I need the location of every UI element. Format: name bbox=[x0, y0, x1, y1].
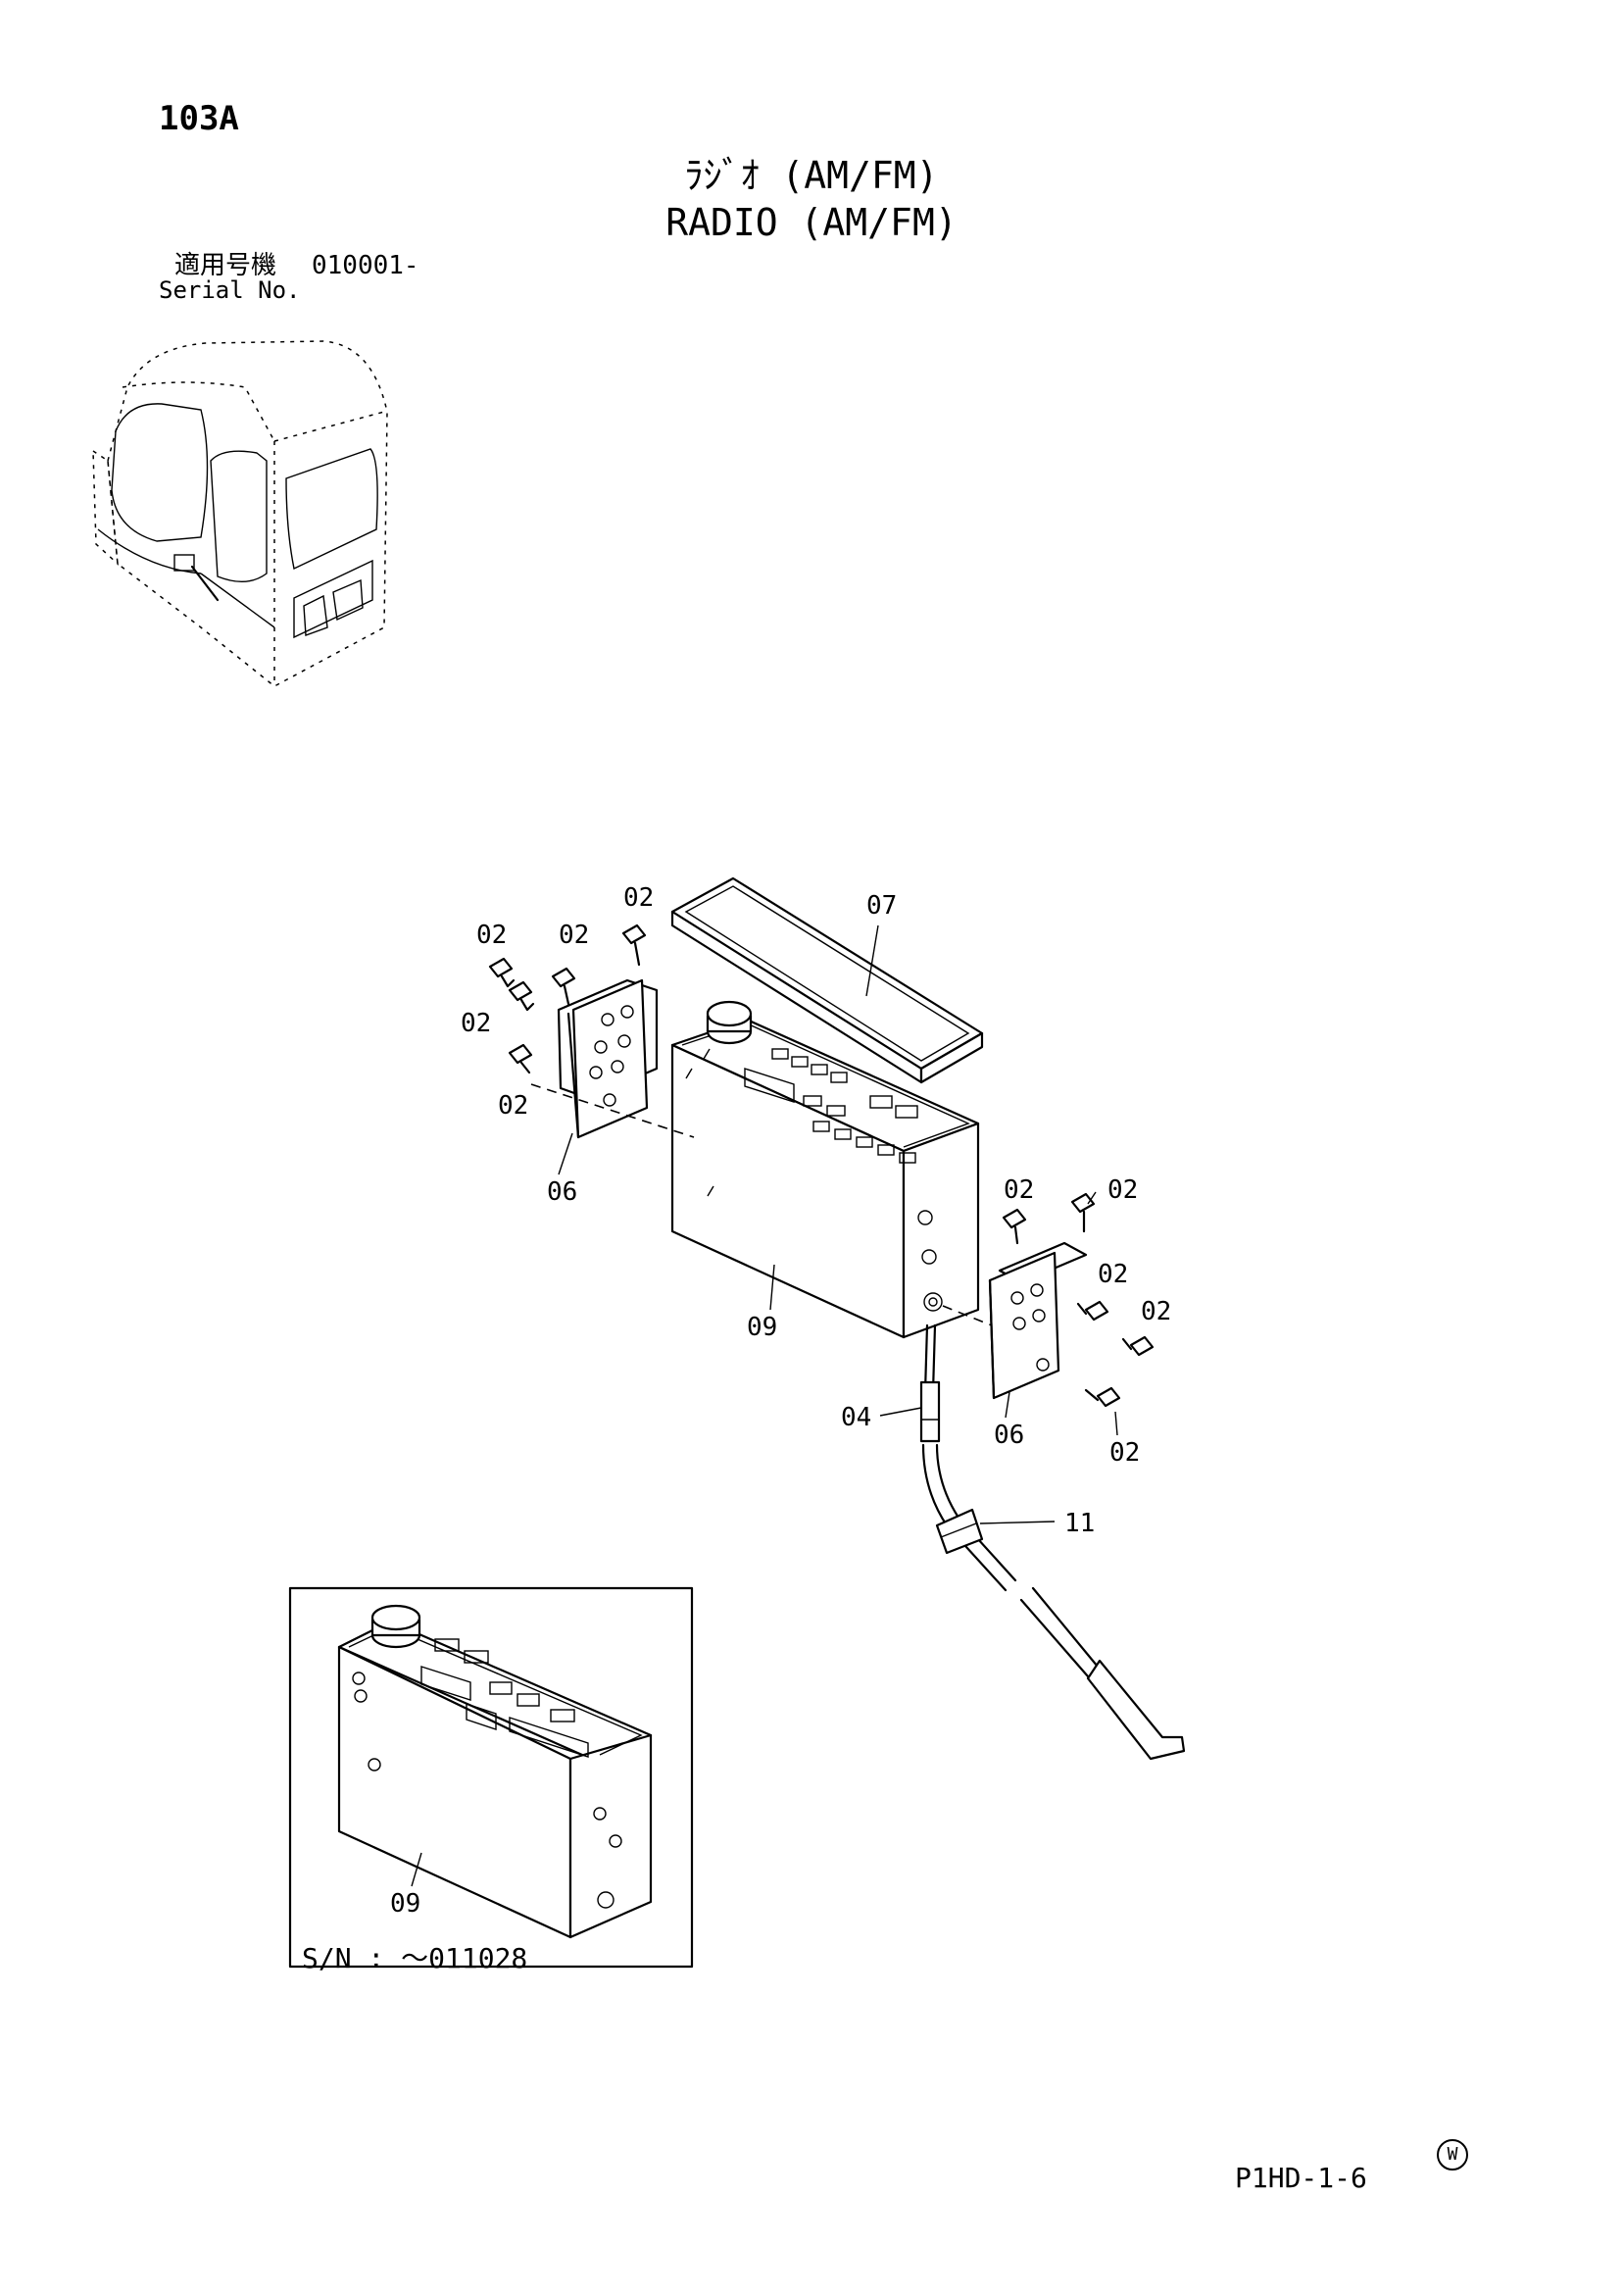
title-english: RADIO (AM/FM) bbox=[665, 201, 958, 244]
callout-bolt-3: 02 bbox=[623, 883, 654, 913]
callout-bolt-5: 02 bbox=[498, 1091, 528, 1121]
cable-clamp: 11 bbox=[935, 1508, 1095, 1555]
serial-label-japanese: 適用号機 bbox=[174, 251, 277, 280]
callout-bolt-7: 02 bbox=[1107, 1175, 1138, 1205]
serial-number-range: 010001- bbox=[312, 251, 419, 280]
callout-bolt-1: 02 bbox=[476, 921, 507, 950]
serial-label-english: Serial No. bbox=[159, 276, 301, 304]
cab-location-thumbnail bbox=[92, 340, 388, 687]
antenna-cable bbox=[1019, 1586, 1186, 1761]
callout-bolt-10: 02 bbox=[1109, 1438, 1140, 1468]
right-bracket: 06 bbox=[988, 1241, 1088, 1450]
left-mount-alignment bbox=[530, 1083, 695, 1138]
callout-bolt-4: 02 bbox=[461, 1009, 491, 1038]
callout-cover: 07 bbox=[866, 891, 897, 921]
callout-bolt-2: 02 bbox=[559, 921, 589, 950]
older-radio-inset: 09 bbox=[288, 1586, 694, 1969]
left-bracket: 06 bbox=[547, 978, 659, 1207]
radio-unit: 09 bbox=[670, 1000, 980, 1342]
page-number: 103A bbox=[159, 99, 239, 138]
page-code: P1HD-1-6 bbox=[1235, 2162, 1367, 2194]
inset-frame bbox=[288, 1586, 694, 1969]
antenna-cover: 07 bbox=[670, 876, 984, 1084]
callout-clamp: 11 bbox=[1064, 1509, 1095, 1538]
callout-bracket-right: 06 bbox=[994, 1421, 1024, 1450]
bolts-right: 02 02 02 02 02 bbox=[1002, 1175, 1171, 1468]
callout-bracket-left: 06 bbox=[547, 1177, 577, 1207]
callout-bolt-8: 02 bbox=[1098, 1260, 1128, 1289]
title-japanese: ﾗｼﾞｵ (AM/FM) bbox=[684, 154, 939, 197]
antenna-rod: 04 bbox=[841, 1323, 1017, 1592]
callout-antenna-rod: 04 bbox=[841, 1403, 871, 1432]
callout-bolt-9: 02 bbox=[1141, 1297, 1171, 1326]
inset-callout-radio: 09 bbox=[390, 1889, 420, 1919]
bolts-left: 02 02 02 02 02 bbox=[461, 883, 654, 1121]
manufacturer-mark: W bbox=[1437, 2139, 1468, 2171]
callout-bolt-6: 02 bbox=[1004, 1175, 1034, 1205]
callout-radio: 09 bbox=[747, 1313, 777, 1342]
inset-serial-note: S/N : ～011028 bbox=[302, 1942, 528, 1974]
